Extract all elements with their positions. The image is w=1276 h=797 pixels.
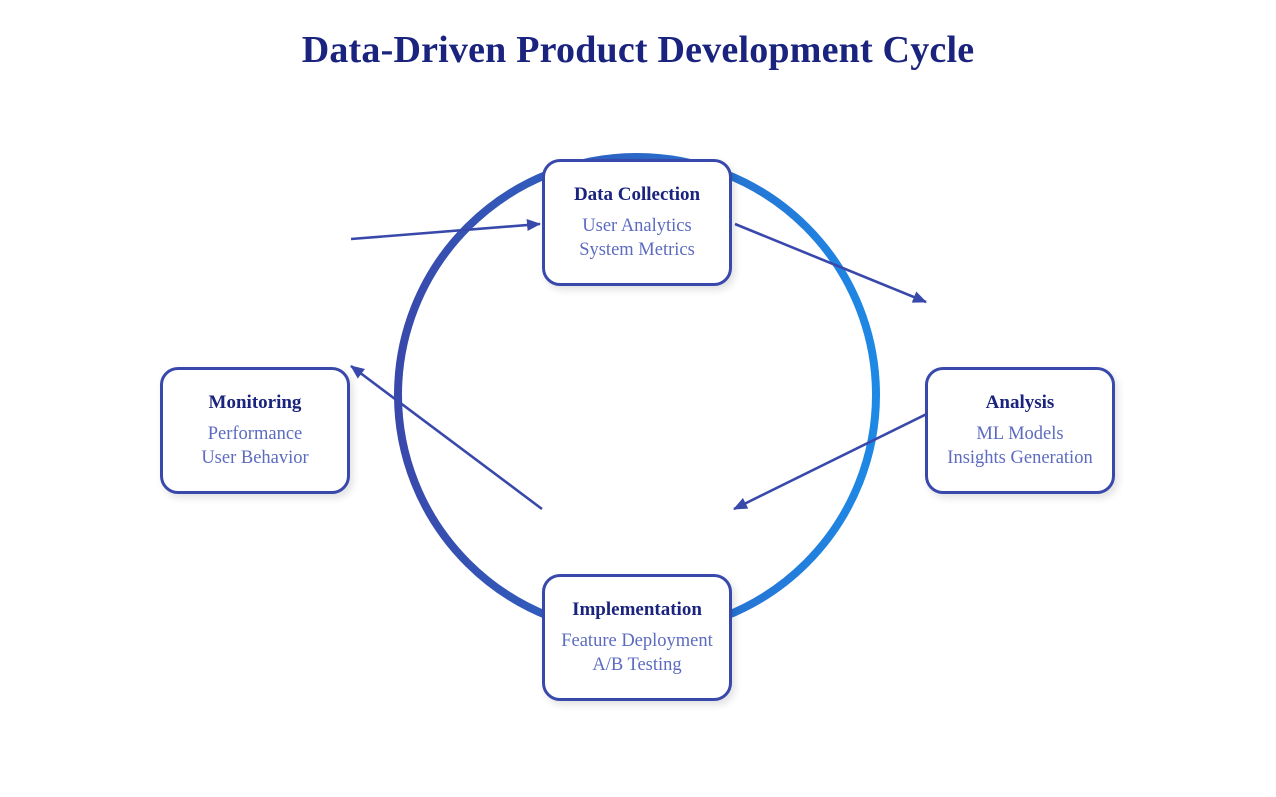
node-implementation: Implementation Feature Deployment A/B Te… xyxy=(542,574,732,701)
node-detail: User Analytics xyxy=(582,216,692,236)
node-title: Data Collection xyxy=(573,184,701,205)
node-title: Monitoring xyxy=(208,392,302,413)
node-title: Analysis xyxy=(985,392,1055,413)
page-title: Data-Driven Product Development Cycle xyxy=(301,29,975,71)
arrow-data-collection-to-analysis xyxy=(734,222,927,304)
arrow-implementation-to-monitoring xyxy=(350,364,543,511)
node-title: Implementation xyxy=(572,599,702,620)
node-detail: Feature Deployment xyxy=(561,631,713,651)
arrow-monitoring-to-data-collection xyxy=(350,219,541,241)
node-detail: ML Models xyxy=(976,424,1064,444)
node-detail: Performance xyxy=(207,424,303,444)
node-data-collection: Data Collection User Analytics System Me… xyxy=(542,159,732,286)
node-detail: User Behavior xyxy=(201,448,309,468)
node-monitoring: Monitoring Performance User Behavior xyxy=(160,367,350,494)
node-detail: A/B Testing xyxy=(592,655,682,675)
node-analysis: Analysis ML Models Insights Generation xyxy=(925,367,1115,494)
node-detail: Insights Generation xyxy=(947,448,1093,468)
node-detail: System Metrics xyxy=(579,240,695,260)
